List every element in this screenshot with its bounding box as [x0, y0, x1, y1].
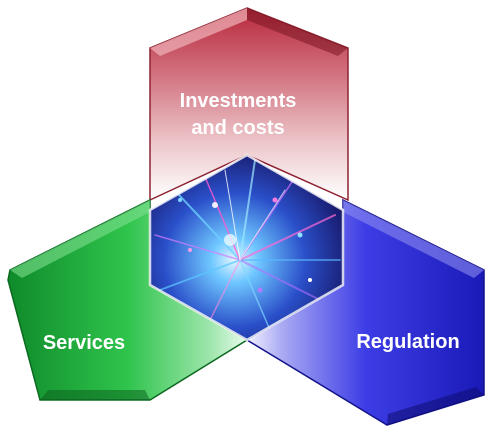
- center-hexagon-outline: [148, 153, 345, 342]
- segment-right-bevel: [343, 200, 484, 278]
- segment-top-bevel-right: [247, 8, 348, 56]
- segment-left-bevel: [10, 200, 150, 278]
- burst-sparkles: [178, 197, 312, 293]
- segment-left: Services: [7, 198, 249, 401]
- segment-top-label-line1: Investments: [180, 90, 297, 112]
- segment-top-label-line2: and costs: [191, 117, 284, 139]
- segment-left-bottom-bevel: [40, 390, 150, 400]
- segment-right-label: Regulation: [356, 331, 459, 353]
- segment-top-bevel-left: [150, 8, 247, 56]
- segment-right-bottom-bevel: [387, 387, 484, 425]
- segment-top: Investments and costs: [149, 7, 349, 202]
- segment-left-label: Services: [43, 332, 125, 354]
- segment-right: Regulation: [245, 198, 485, 426]
